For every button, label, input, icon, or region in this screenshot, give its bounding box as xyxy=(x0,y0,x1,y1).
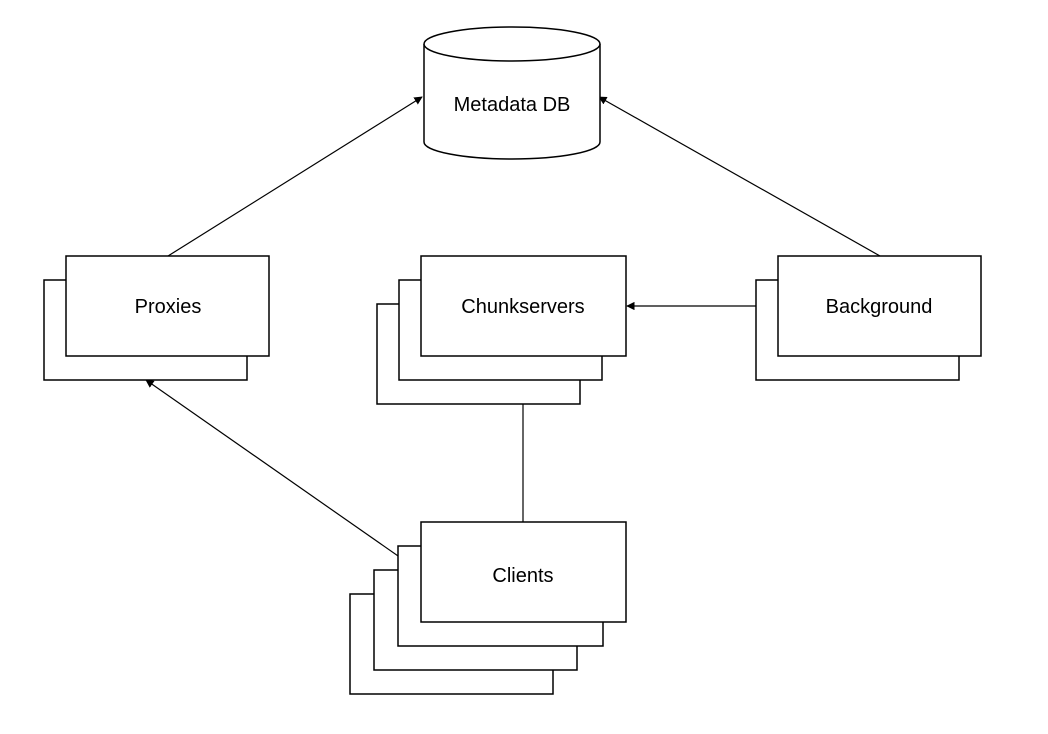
node-label-clients: Clients xyxy=(492,565,553,587)
node-proxies: Proxies xyxy=(43,255,270,381)
node-background: Background xyxy=(755,255,982,381)
cylinder-top xyxy=(423,26,601,62)
edge-proxies-to-metadata-db xyxy=(167,96,423,257)
node-label-background: Background xyxy=(826,296,933,318)
node-label-metadata-db: Metadata DB xyxy=(454,94,571,116)
edge-background-to-metadata-db xyxy=(598,96,881,257)
node-metadata-db: Metadata DB xyxy=(423,26,601,160)
stack-front xyxy=(420,521,627,623)
node-label-proxies: Proxies xyxy=(135,296,202,318)
stack-front xyxy=(420,255,627,357)
cylinder-body xyxy=(423,44,601,160)
node-chunkservers: Chunkservers xyxy=(376,255,627,405)
stack-front xyxy=(777,255,982,357)
node-label-chunkservers: Chunkservers xyxy=(461,296,584,318)
edge-clients-to-proxies xyxy=(145,379,422,573)
stack-front xyxy=(65,255,270,357)
node-clients: Clients xyxy=(349,521,627,695)
